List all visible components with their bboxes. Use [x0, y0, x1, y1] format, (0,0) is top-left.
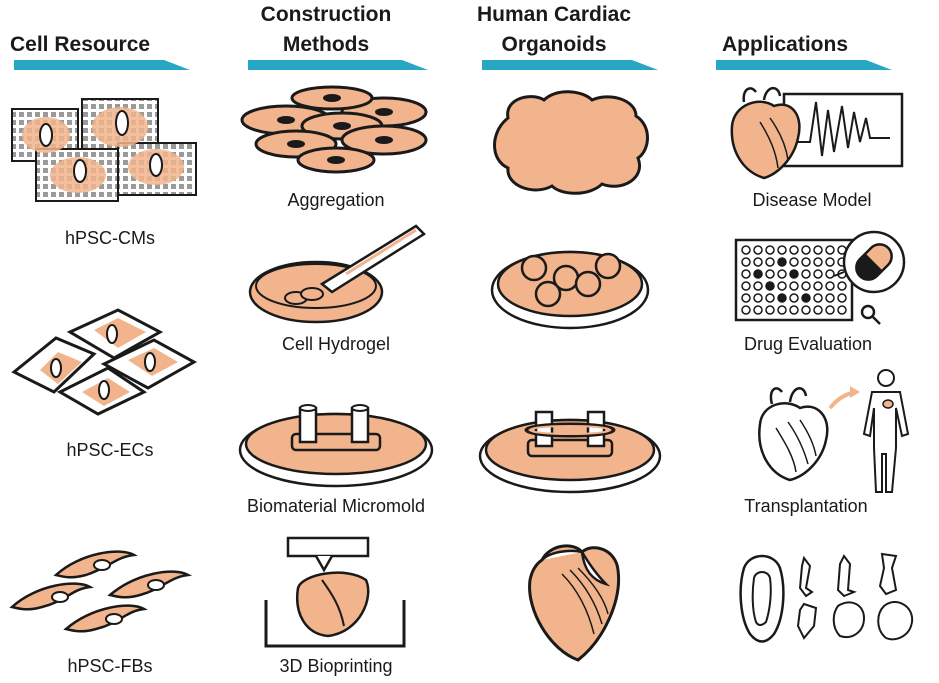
well [825, 281, 835, 291]
label-bioprinting: 3D Bioprinting [279, 656, 393, 676]
cell-hydrogel-illustration [248, 224, 426, 324]
label-cell-hydrogel: Cell Hydrogel [281, 334, 391, 354]
header-cell-resource: Cell Resource [10, 33, 151, 56]
well [741, 257, 751, 267]
label-drug-evaluation: Drug Evaluation [743, 334, 873, 354]
well [801, 281, 811, 291]
cardiomyocytes-illustration [11, 98, 197, 202]
well [741, 281, 751, 291]
header-organoids-line2: Organoids [501, 33, 607, 56]
fibroblasts-illustration [9, 550, 192, 633]
well [801, 257, 811, 267]
well [801, 293, 811, 303]
micromold-illustration [238, 404, 434, 488]
endothelial-cells-illustration [11, 308, 198, 416]
disease-model-illustration [730, 87, 904, 180]
well [825, 269, 835, 279]
well [837, 293, 847, 303]
well [741, 245, 751, 255]
well [777, 305, 787, 315]
well [825, 257, 835, 267]
well [753, 281, 763, 291]
well [789, 281, 799, 291]
label-disease-model: Disease Model [752, 190, 872, 210]
well [753, 293, 763, 303]
header-applications: Applications [722, 33, 849, 56]
well [753, 245, 763, 255]
label-hpsc-cms: hPSC-CMs [64, 228, 155, 248]
well [801, 269, 811, 279]
organoid-micromold-illustration [478, 410, 662, 494]
label-aggregation: Aggregation [287, 190, 385, 210]
accent-bar-applications [716, 60, 892, 70]
well [777, 257, 787, 267]
label-hpsc-ecs: hPSC-ECs [66, 440, 154, 460]
well [813, 269, 823, 279]
aggregation-illustration [240, 85, 428, 174]
well [753, 269, 763, 279]
header-construction-line2: Methods [282, 33, 370, 56]
well [753, 305, 763, 315]
well [753, 257, 763, 267]
bioprinted-heart-illustration [528, 544, 621, 662]
well [813, 245, 823, 255]
accent-bar-construction [248, 60, 428, 70]
well [825, 305, 835, 315]
well [741, 305, 751, 315]
well [813, 257, 823, 267]
drug-evaluation-illustration [734, 230, 906, 325]
well [777, 293, 787, 303]
well [813, 281, 823, 291]
well [777, 281, 787, 291]
label-transplantation: Transplantation [744, 496, 868, 516]
well [777, 269, 787, 279]
well [741, 269, 751, 279]
transplantation-illustration [758, 369, 910, 493]
well [813, 293, 823, 303]
well [825, 245, 835, 255]
well [765, 281, 775, 291]
accent-bar-organoids [482, 60, 658, 70]
header-construction-line1: Construction [260, 3, 392, 26]
well [789, 245, 799, 255]
well [789, 257, 799, 267]
well [741, 293, 751, 303]
accent-bar-cell-resource [14, 60, 190, 70]
well [801, 305, 811, 315]
well [813, 305, 823, 315]
well [837, 305, 847, 315]
well [765, 269, 775, 279]
well [789, 305, 799, 315]
well [777, 245, 787, 255]
label-hpsc-fbs: hPSC-FBs [67, 656, 153, 676]
organoid-aggregate-illustration [493, 90, 649, 195]
well [837, 281, 847, 291]
well [765, 293, 775, 303]
header-organoids-line1: Human Cardiac [476, 3, 632, 26]
well [765, 305, 775, 315]
well [789, 269, 799, 279]
well [765, 245, 775, 255]
well [825, 293, 835, 303]
bioprinting-illustration [264, 536, 406, 648]
label-micromold: Biomaterial Micromold [246, 496, 426, 516]
embryo-development-illustration [739, 552, 914, 643]
organoid-hydrogel-illustration [490, 250, 650, 330]
well [801, 245, 811, 255]
well [765, 257, 775, 267]
well [789, 293, 799, 303]
